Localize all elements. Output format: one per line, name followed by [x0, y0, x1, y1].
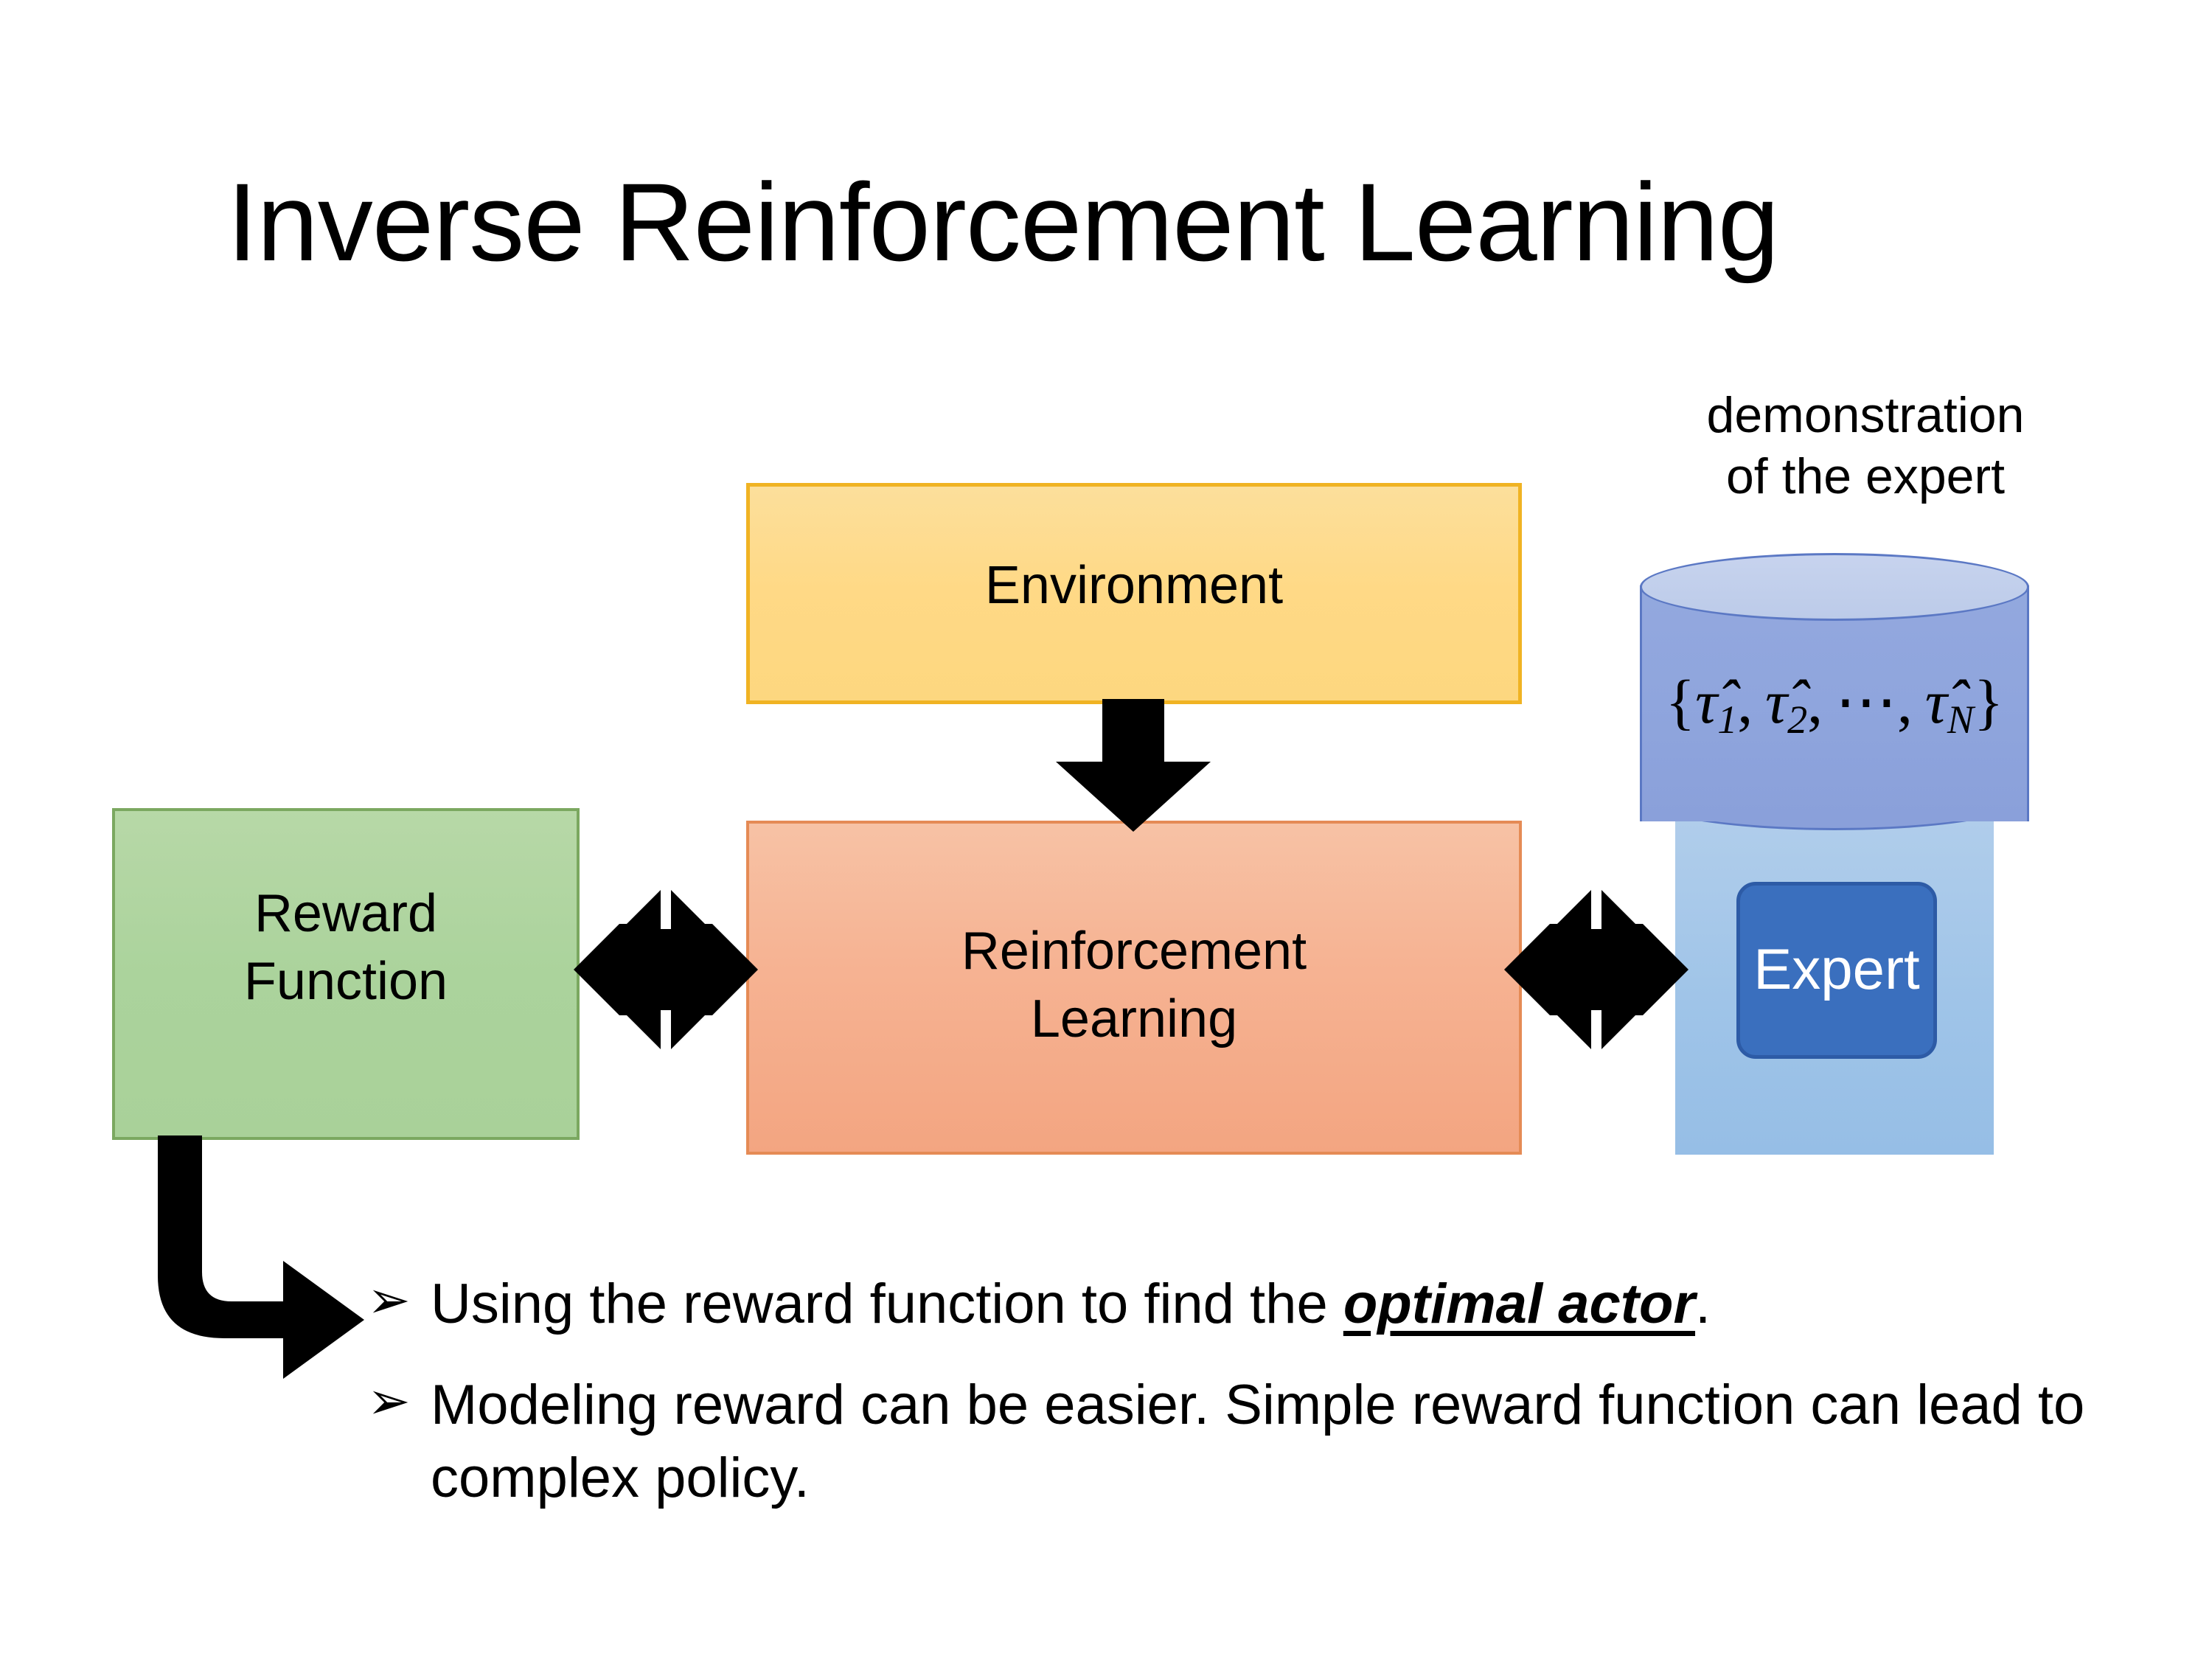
trajectory-formula-svg: {τ̂1, τ̂2, ⋯, τ̂N} [1666, 668, 2003, 742]
reward-function-label-line1: Reward [254, 884, 438, 943]
reward-function-label-line2: Function [243, 952, 448, 1012]
svg-text:{τ̂1, τ̂2, ⋯, τ̂N}: {τ̂1, τ̂2, ⋯, τ̂N} [1666, 668, 2003, 742]
page-title: Inverse Reinforcement Learning [226, 160, 1780, 284]
bullet-marker-icon: ➢ [367, 1271, 411, 1329]
trajectory-set-formula: {τ̂1, τ̂2, ⋯, τ̂N} [1640, 662, 2029, 761]
expert-box[interactable]: Expert [1736, 882, 1937, 1059]
cylinder-top-ellipse [1640, 553, 2029, 621]
bullet-1-suffix: . [1695, 1273, 1711, 1335]
demonstration-caption-line2: of the expert [1725, 448, 2006, 504]
demonstration-caption: demonstration of the expert [1630, 385, 2101, 507]
bullet-list: ➢ Using the reward function to find the … [367, 1268, 2085, 1543]
bullet-1-prefix: Using the reward function to find the [431, 1273, 1343, 1335]
environment-box-label: Environment [984, 556, 1284, 615]
bullet-2-prefix: Modeling reward can be easier. Simple re… [431, 1373, 2085, 1509]
reinforcement-learning-label-line2: Learning [1030, 990, 1238, 1049]
cylinder-body [1640, 585, 2029, 821]
down-arrow-icon [1056, 699, 1211, 832]
demonstration-caption-line1: demonstration [1706, 387, 2025, 443]
reinforcement-learning-box[interactable]: Reinforcement Learning [746, 821, 1522, 1155]
environment-box[interactable]: Environment [746, 483, 1522, 704]
double-arrow-icon-reward-rl [574, 877, 758, 1062]
list-item: ➢ Modeling reward can be easier. Simple … [367, 1369, 2085, 1515]
demonstration-cylinder: {τ̂1, τ̂2, ⋯, τ̂N} [1640, 553, 2029, 848]
double-arrow-icon-rl-expert [1504, 877, 1688, 1062]
expert-box-label: Expert [1753, 936, 1920, 1001]
reward-function-box[interactable]: Reward Function [112, 808, 580, 1140]
bullet-1-emphasis: optimal actor [1343, 1273, 1696, 1335]
list-item: ➢ Using the reward function to find the … [367, 1268, 2085, 1341]
reinforcement-learning-label-line1: Reinforcement [961, 922, 1307, 981]
elbow-arrow-icon [158, 1135, 394, 1401]
bullet-text-1: Using the reward function to find the op… [431, 1268, 2085, 1341]
reinforcement-learning-box-label: Reinforcement Learning [749, 917, 1519, 1053]
bullet-marker-icon: ➢ [367, 1371, 411, 1430]
reward-function-box-label: Reward Function [115, 880, 577, 1015]
bullet-text-2: Modeling reward can be easier. Simple re… [431, 1369, 2085, 1515]
